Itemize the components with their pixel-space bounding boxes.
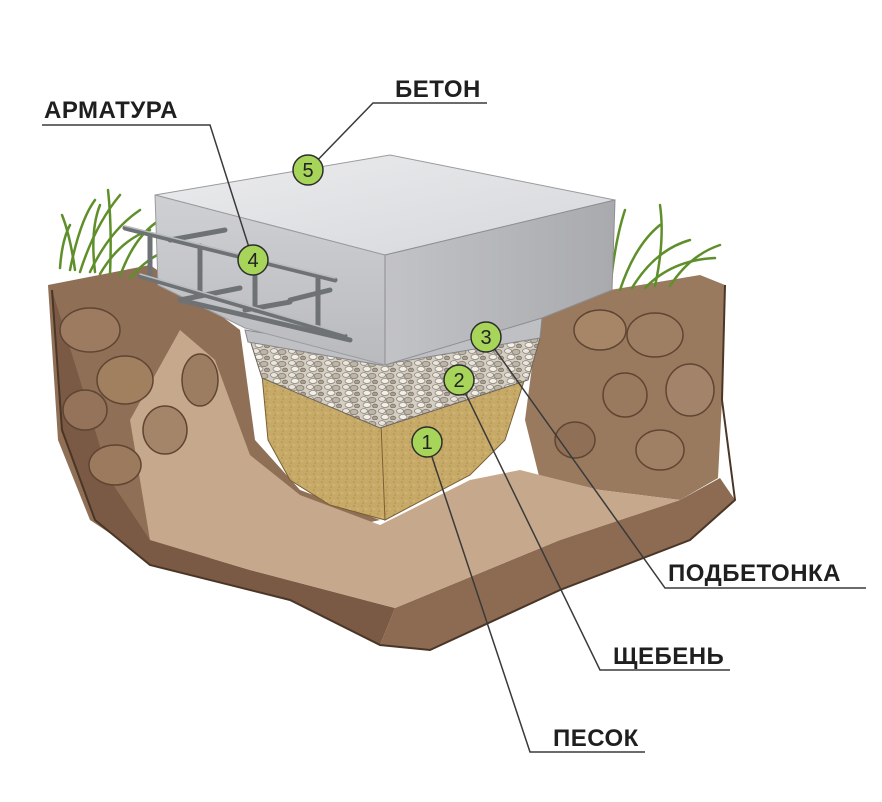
soil-block <box>48 265 737 652</box>
label-concrete: БЕТОН <box>395 76 481 103</box>
svg-text:1: 1 <box>421 432 432 454</box>
badge-3: 3 <box>470 321 502 353</box>
svg-text:4: 4 <box>247 250 258 272</box>
badge-2: 2 <box>443 364 475 396</box>
label-lean-concrete: ПОДБЕТОНКА <box>668 560 841 587</box>
svg-text:5: 5 <box>302 160 313 182</box>
badge-1: 1 <box>411 426 443 458</box>
badge-4: 4 <box>237 244 269 276</box>
rebar-cage <box>122 225 353 343</box>
label-sand: ПЕСОК <box>553 725 639 752</box>
svg-text:3: 3 <box>480 327 491 349</box>
svg-text:2: 2 <box>453 370 464 392</box>
concrete-slab <box>154 154 616 366</box>
rebar-highlight <box>124 225 346 335</box>
label-gravel: ЩЕБЕНЬ <box>613 643 724 670</box>
label-rebar: АРМАТУРА <box>44 97 178 124</box>
badge-5: 5 <box>292 154 324 186</box>
leader-lines <box>42 102 866 753</box>
